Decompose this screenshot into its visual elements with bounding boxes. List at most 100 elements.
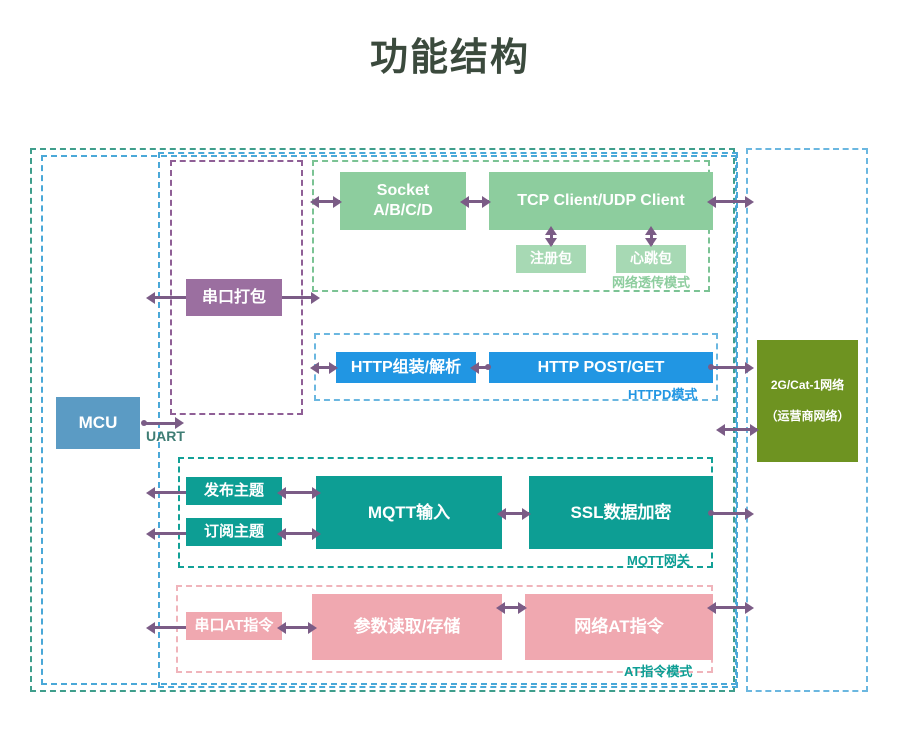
section-httpd-caption: HTTPD模式 (628, 387, 698, 402)
arrow-tip-publish-mqtt-b (312, 486, 321, 499)
arrow-tip-network-bus-a (716, 423, 725, 436)
arrow-ssl-network (713, 512, 749, 515)
tcp-udp-client-box[interactable]: TCP Client/UDP Client (489, 172, 713, 230)
arrow-subscribe-left (152, 532, 186, 535)
arrow-http-left (316, 366, 336, 369)
arrow-network-bus (722, 428, 757, 431)
publish-topic-box[interactable]: 发布主题 (186, 477, 282, 505)
arrow-tip-param-network-at-a (496, 601, 505, 614)
register-packet-box[interactable]: 注册包 (516, 245, 586, 273)
network-label-line2: （运营商网络） (765, 409, 850, 423)
serial-packing-label: 串口打包 (201, 288, 266, 306)
mqtt-input-box[interactable]: MQTT输入 (316, 476, 502, 549)
publish-topic-label: 发布主题 (203, 481, 264, 499)
arrow-tip-serial-packing-left (146, 291, 155, 304)
arrow-tip-param-network-at-b (518, 601, 527, 614)
http-assemble-parse-box[interactable]: HTTP组装/解析 (336, 352, 476, 383)
socket-label-line2: A/B/C/D (373, 202, 433, 219)
arrow-serial-packing-right (282, 296, 314, 299)
arrow-mqtt-ssl (502, 512, 529, 515)
arrow-tip-socket-tcp-a (460, 195, 469, 208)
arrow-tip-subscribe-left (146, 527, 155, 540)
arrow-http-network (713, 366, 749, 369)
arrow-tip-subscribe-mqtt-b (312, 527, 321, 540)
subscribe-topic-box[interactable]: 订阅主题 (186, 518, 282, 546)
arrow-tip-http-network (745, 361, 754, 374)
arrow-tip-ssl-network (745, 507, 754, 520)
param-read-store-box[interactable]: 参数读取/存储 (312, 594, 502, 660)
heartbeat-packet-box[interactable]: 心跳包 (616, 245, 686, 273)
section-mqtt-caption: MQTT网关 (627, 553, 690, 568)
arrow-tip-publish-mqtt-a (277, 486, 286, 499)
param-read-store-label: 参数读取/存储 (353, 617, 461, 637)
arrow-http-assemble-post (476, 366, 489, 369)
socket-box[interactable]: Socket A/B/C/D (340, 172, 466, 230)
network-box[interactable]: 2G/Cat-1网络 （运营商网络） (757, 340, 858, 462)
arrow-serial-at-param (282, 626, 312, 629)
arrow-tip-http-left-a (310, 361, 319, 374)
serial-at-command-box[interactable]: 串口AT指令 (186, 612, 282, 640)
arrow-socket-tcp (466, 200, 489, 203)
frame-outer-teal (30, 148, 735, 692)
arrow-tip-network-bus-b (750, 423, 759, 436)
arrow-socket-left (316, 200, 340, 203)
arrow-tip-register-up (545, 226, 557, 235)
arrow-tip-mqtt-ssl-a (497, 507, 506, 520)
arrow-tcp-network (713, 200, 749, 203)
serial-at-command-label: 串口AT指令 (194, 616, 274, 634)
network-at-command-label: 网络AT指令 (574, 617, 664, 637)
arrow-mcu-uart (144, 421, 178, 425)
page-title: 功能结构 (369, 37, 530, 79)
arrow-publish-left (152, 491, 186, 494)
ssl-encryption-label: SSL数据加密 (570, 502, 672, 522)
arrow-tip-socket-left-b (333, 195, 342, 208)
frame-modes-blue (158, 152, 738, 688)
frame-serial-purple (170, 160, 303, 415)
frame-network-right (746, 148, 868, 692)
mcu-box[interactable]: MCU (56, 397, 140, 449)
http-post-get-label: HTTP POST/GET (537, 358, 665, 376)
socket-label-line1: Socket (376, 182, 430, 199)
network-at-command-box[interactable]: 网络AT指令 (525, 594, 713, 660)
arrow-tip-serial-at-param-a (277, 621, 286, 634)
arrow-serial-packing-left (152, 296, 186, 299)
arrow-network-at-right (713, 606, 749, 609)
arrow-param-network-at (502, 606, 525, 609)
arrow-tip-publish-left (146, 486, 155, 499)
heartbeat-packet-label: 心跳包 (630, 250, 672, 267)
arrow-tip-tcp-network-b (745, 195, 754, 208)
arrow-tip-serial-packing-right (311, 291, 320, 304)
arrow-tip-heartbeat-down (645, 238, 657, 247)
arrow-tip-subscribe-mqtt-a (277, 527, 286, 540)
serial-packing-box[interactable]: 串口打包 (186, 279, 282, 316)
http-post-get-box[interactable]: HTTP POST/GET (489, 352, 713, 383)
arrow-tip-serial-at-left (146, 621, 155, 634)
arrow-tip-tcp-network-a (707, 195, 716, 208)
arrow-subscribe-mqtt (282, 532, 316, 535)
arrow-tip-mcu-uart (175, 417, 184, 429)
arrow-tip-network-at-right-a (707, 601, 716, 614)
arrow-tip-network-at-right-b (745, 601, 754, 614)
http-assemble-parse-label: HTTP组装/解析 (350, 358, 462, 376)
network-label-line1: 2G/Cat-1网络 (770, 378, 845, 392)
register-packet-label: 注册包 (530, 250, 572, 267)
arrow-tip-http-assemble-post (470, 361, 479, 374)
arrow-tip-socket-tcp-b (482, 195, 491, 208)
arrow-tip-heartbeat-up (645, 226, 657, 235)
arrow-tip-mqtt-ssl-b (522, 507, 531, 520)
uart-label: UART (146, 428, 185, 444)
subscribe-topic-label: 订阅主题 (203, 522, 264, 540)
ssl-encryption-box[interactable]: SSL数据加密 (529, 476, 713, 549)
arrow-publish-mqtt (282, 491, 316, 494)
mcu-label: MCU (78, 413, 118, 433)
arrow-tip-http-left-b (329, 361, 338, 374)
arrow-dot-ssl (708, 510, 714, 516)
arrow-serial-at-left (152, 626, 186, 629)
tcp-udp-client-label: TCP Client/UDP Client (517, 192, 685, 209)
arrow-tip-serial-at-param-b (308, 621, 317, 634)
arrow-dot-http (485, 364, 491, 370)
section-transparent-caption: 网络透传模式 (612, 275, 691, 290)
mqtt-input-label: MQTT输入 (367, 502, 451, 522)
section-at-caption: AT指令模式 (624, 664, 693, 679)
